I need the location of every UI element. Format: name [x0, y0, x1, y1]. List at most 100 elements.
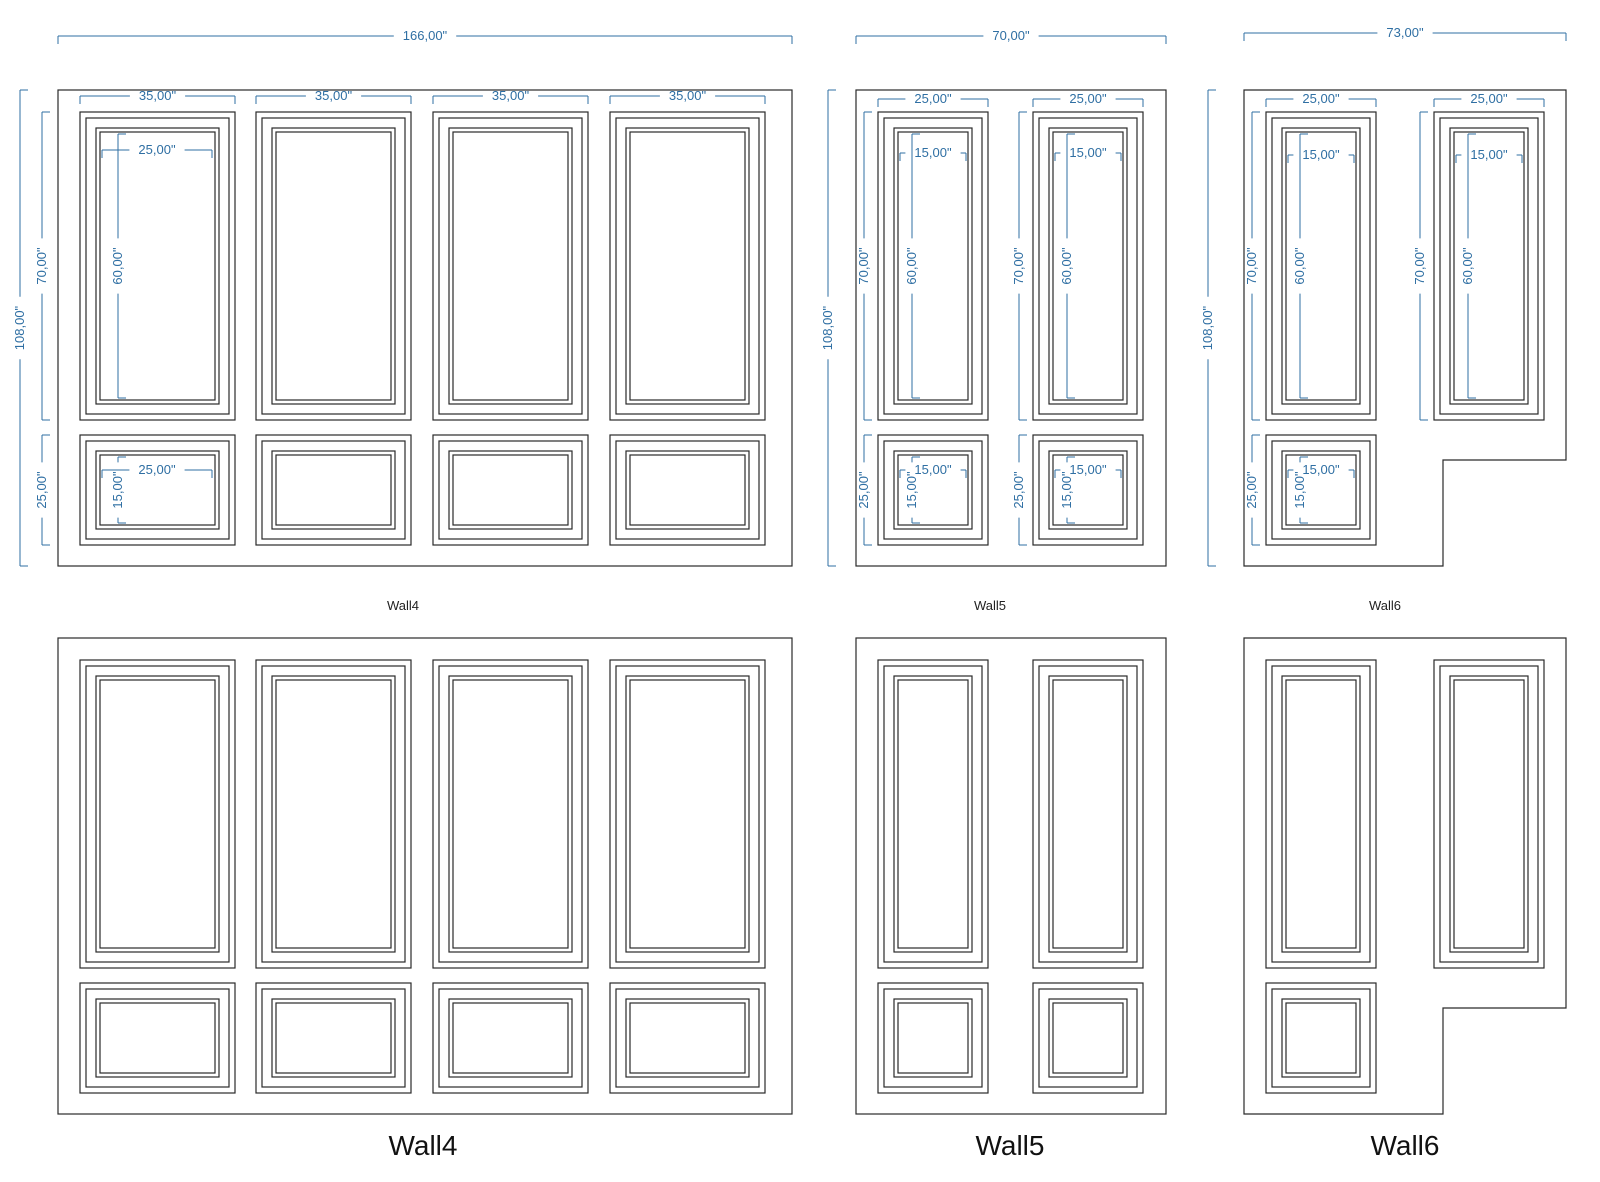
wall4-top-lower-panel-4-molding-inset: [629, 454, 746, 526]
wall6-lower-inner-height-dim: 15,00": [1292, 471, 1307, 509]
wall4-bottom-lower-panel-4-molding: [625, 998, 750, 1078]
wall6-top-upper-panel-2-molding: [1449, 127, 1529, 405]
wall6-upper-inner-height-dim-1: 60,00": [1292, 247, 1307, 285]
wall4-section-width-dim-1: 35,00": [139, 88, 177, 103]
wall6-section-width-dim-1: 25,00": [1302, 91, 1340, 106]
wall4-overall-height-dim: 108,00": [12, 305, 27, 350]
wall4-top-upper-panel-3-outer-inset: [438, 117, 583, 415]
wall4-top-upper-panel-2-outer-inset: [261, 117, 406, 415]
wall6-upper-inner-width-dim-1: 15,00": [1302, 147, 1340, 162]
wall5-caption-small: Wall5: [974, 598, 1006, 613]
wall6-top-upper-panel-2-molding-inset: [1453, 131, 1525, 401]
wall6-bottom-lower-panel-1-molding: [1281, 998, 1361, 1078]
wall5-bottom-upper-panel-1-outer-inset: [883, 665, 983, 963]
wall5-bottom-lower-panel-2-outer-inset: [1038, 988, 1138, 1088]
wall5-top-lower-panel-1-outer-inset: [883, 440, 983, 540]
wall4-top-lower-panel-1-molding-inset: [99, 454, 216, 526]
wall4-section-width-dim-2: 35,00": [315, 88, 353, 103]
wall6-section-width-dim-2: 25,00": [1470, 91, 1508, 106]
wall4-top-upper-panel-4-molding-inset: [629, 131, 746, 401]
wall5-upper-inner-width-dim-1: 15,00": [914, 145, 952, 160]
wall6-bottom-upper-panel-2-outer: [1433, 659, 1545, 969]
wall6-bottom-upper-panel-1-outer: [1265, 659, 1377, 969]
wall4-top-lower-panel-2-outer: [255, 434, 412, 546]
wall5-bottom-lower-panel-2-molding-inset: [1052, 1002, 1124, 1074]
wall4-section-width-dim-3: 35,00": [492, 88, 530, 103]
wall6-top-outline: [1243, 89, 1567, 567]
wall5-bottom-upper-panel-2-outer: [1032, 659, 1144, 969]
wall4-top-lower-panel-1-outer-inset: [85, 440, 230, 540]
wall4-top-upper-panel-2-molding: [271, 127, 396, 405]
wall6-upper-inner-width-dim-2: 15,00": [1470, 147, 1508, 162]
wall4-overall-width-dim: 166,00": [403, 28, 448, 43]
wall5-top-upper-panel-2-molding-inset: [1052, 131, 1124, 401]
wall5-bottom-lower-panel-1-outer-inset: [883, 988, 983, 1088]
wall4-top-upper-panel-1-molding-inset: [99, 131, 216, 401]
wall4-bottom-lower-panel-1-molding: [95, 998, 220, 1078]
wall6-bottom-upper-panel-1-molding-inset: [1285, 679, 1357, 949]
wall6-top-upper-panel-2-outer: [1433, 111, 1545, 421]
wall5-section-width-dim-1: 25,00": [914, 91, 952, 106]
wall5-bottom-lower-panel-2-molding: [1048, 998, 1128, 1078]
wall4-bottom-lower-panel-3-outer-inset: [438, 988, 583, 1088]
wall4-top-lower-panel-4-outer-inset: [615, 440, 760, 540]
wall6-bottom-upper-panel-1-molding: [1281, 675, 1361, 953]
wall6-bottom-outline: [1243, 637, 1567, 1115]
wall6-top-upper-panel-1-molding-inset: [1285, 131, 1357, 401]
wall4-top-lower-panel-3-molding: [448, 450, 573, 530]
wall5-bottom-lower-panel-1-molding-inset: [897, 1002, 969, 1074]
wall4-lower-inner-width-dim: 25,00": [138, 462, 176, 477]
wall4-top-upper-panel-4-outer: [609, 111, 766, 421]
wall5-upper-inner-width-dim-2: 15,00": [1069, 145, 1107, 160]
wall4-top-upper-panel-1-outer: [79, 111, 236, 421]
wall6-top-lower-panel-1-molding: [1281, 450, 1361, 530]
wall5-lower-height-dim-2: 25,00": [1011, 471, 1026, 509]
wall6-upper-height-dim-1: 70,00": [1244, 247, 1259, 285]
wall4-top-upper-panel-1-molding: [95, 127, 220, 405]
wall5-top-lower-panel-1-molding: [893, 450, 973, 530]
wall4-lower-height-dim: 25,00": [34, 471, 49, 509]
wall4-bottom-upper-panel-1-molding: [95, 675, 220, 953]
wall4-top-lower-panel-1-molding: [95, 450, 220, 530]
wall4-bottom-lower-panel-2-molding: [271, 998, 396, 1078]
wall4-bottom-lower-panel-2-outer: [255, 982, 412, 1094]
wall4-upper-inner-height-dim: 60,00": [110, 247, 125, 285]
wall4-bottom-lower-panel-1-outer: [79, 982, 236, 1094]
wall5-top-outline: [855, 89, 1167, 567]
wall6-bottom-upper-panel-2-molding-inset: [1453, 679, 1525, 949]
wall4-top-lower-panel-1-outer: [79, 434, 236, 546]
wall4-bottom-lower-panel-1-molding-inset: [99, 1002, 216, 1074]
wall5-top-lower-panel-1-molding-inset: [897, 454, 969, 526]
wall4-bottom-lower-panel-4-outer: [609, 982, 766, 1094]
wall5-top-upper-panel-1-outer-inset: [883, 117, 983, 415]
wall4-top-upper-panel-3-outer: [432, 111, 589, 421]
wall4-bottom-upper-panel-3-molding-inset: [452, 679, 569, 949]
wall6-upper-height-dim-2: 70,00": [1412, 247, 1427, 285]
wall4-top-lower-panel-2-outer-inset: [261, 440, 406, 540]
wall5-bottom-upper-panel-2-molding: [1048, 675, 1128, 953]
wall5-upper-height-dim-2: 70,00": [1011, 247, 1026, 285]
wall5-bottom-lower-panel-1-outer: [877, 982, 989, 1094]
wall5-section-width-dim-2: 25,00": [1069, 91, 1107, 106]
wall4-bottom-lower-panel-4-outer-inset: [615, 988, 760, 1088]
wall4-upper-inner-width-dim: 25,00": [138, 142, 176, 157]
wall4-bottom-lower-panel-2-outer-inset: [261, 988, 406, 1088]
wall5-bottom-upper-panel-1-molding-inset: [897, 679, 969, 949]
wall6-top-upper-panel-1-outer-inset: [1271, 117, 1371, 415]
wall4-top-lower-panel-4-molding: [625, 450, 750, 530]
wall5-top-upper-panel-2-molding: [1048, 127, 1128, 405]
wall6-bottom-lower-panel-1-outer-inset: [1271, 988, 1371, 1088]
wall4-bottom-upper-panel-2-molding: [271, 675, 396, 953]
dimension-annotations: 166,00" 35,00" 35,00" 35,00" 35,00" 108,00" 70…: [12, 25, 1567, 567]
wall5-top-upper-panel-2-outer: [1032, 111, 1144, 421]
wall6-bottom-lower-panel-1-outer: [1265, 982, 1377, 1094]
wall4-bottom-lower-panel-3-molding-inset: [452, 1002, 569, 1074]
wall5-bottom-lower-panel-2-outer: [1032, 982, 1144, 1094]
wall4-bottom-upper-panel-4-molding-inset: [629, 679, 746, 949]
wall4-section-width-dim-4: 35,00": [669, 88, 707, 103]
wall5-lower-inner-width-dim-2: 15,00": [1069, 462, 1107, 477]
wall6-bottom-upper-panel-1-outer-inset: [1271, 665, 1371, 963]
wall4-bottom-upper-panel-3-outer: [432, 659, 589, 969]
wall5-bottom-upper-panel-2-outer-inset: [1038, 665, 1138, 963]
